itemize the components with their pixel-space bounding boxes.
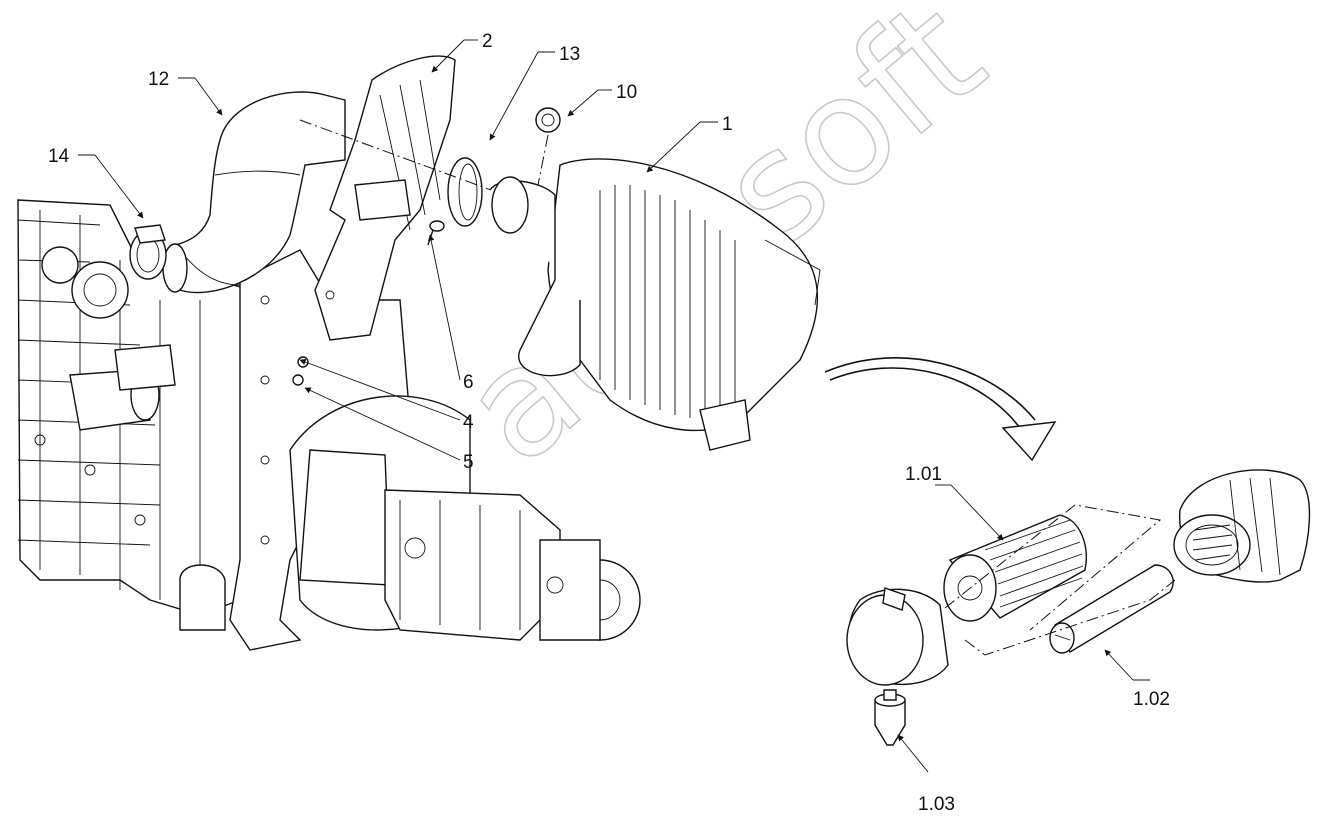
callout-label-1-03: 1.03 <box>918 794 955 815</box>
filter-housing-body <box>1173 469 1311 583</box>
detail-arrow <box>824 357 1057 462</box>
nut-10 <box>535 107 561 133</box>
callout-label-4: 4 <box>463 412 474 433</box>
air-filter-1 <box>489 158 821 451</box>
callout-label-6: 6 <box>463 372 474 393</box>
callout-label-1-01: 1.01 <box>905 464 942 485</box>
callout-leaders <box>78 39 1150 773</box>
pin-6 <box>427 220 445 246</box>
intake-hose-12 <box>162 91 346 294</box>
callout-label-10: 10 <box>616 82 637 103</box>
callout-label-12: 12 <box>148 69 169 90</box>
callout-label-13: 13 <box>559 44 580 65</box>
callout-label-2: 2 <box>482 31 493 52</box>
filter-element-1-02 <box>1049 564 1174 654</box>
vacuator-valve-1-03 <box>874 689 906 746</box>
filter-element-1-01 <box>943 514 1087 622</box>
filter-cap <box>846 587 949 686</box>
callout-label-1-02: 1.02 <box>1133 689 1170 710</box>
callout-label-14: 14 <box>48 146 70 167</box>
callout-label-1: 1 <box>722 114 733 135</box>
hydraulic-pump <box>299 449 641 641</box>
bracket-2 <box>314 55 456 341</box>
detail-centreline-lower <box>964 579 1176 656</box>
detail-centreline-upper <box>944 504 1162 631</box>
seal-ring-13 <box>447 157 483 227</box>
hose-clamp-14 <box>129 224 167 280</box>
callout-label-5: 5 <box>463 452 474 473</box>
